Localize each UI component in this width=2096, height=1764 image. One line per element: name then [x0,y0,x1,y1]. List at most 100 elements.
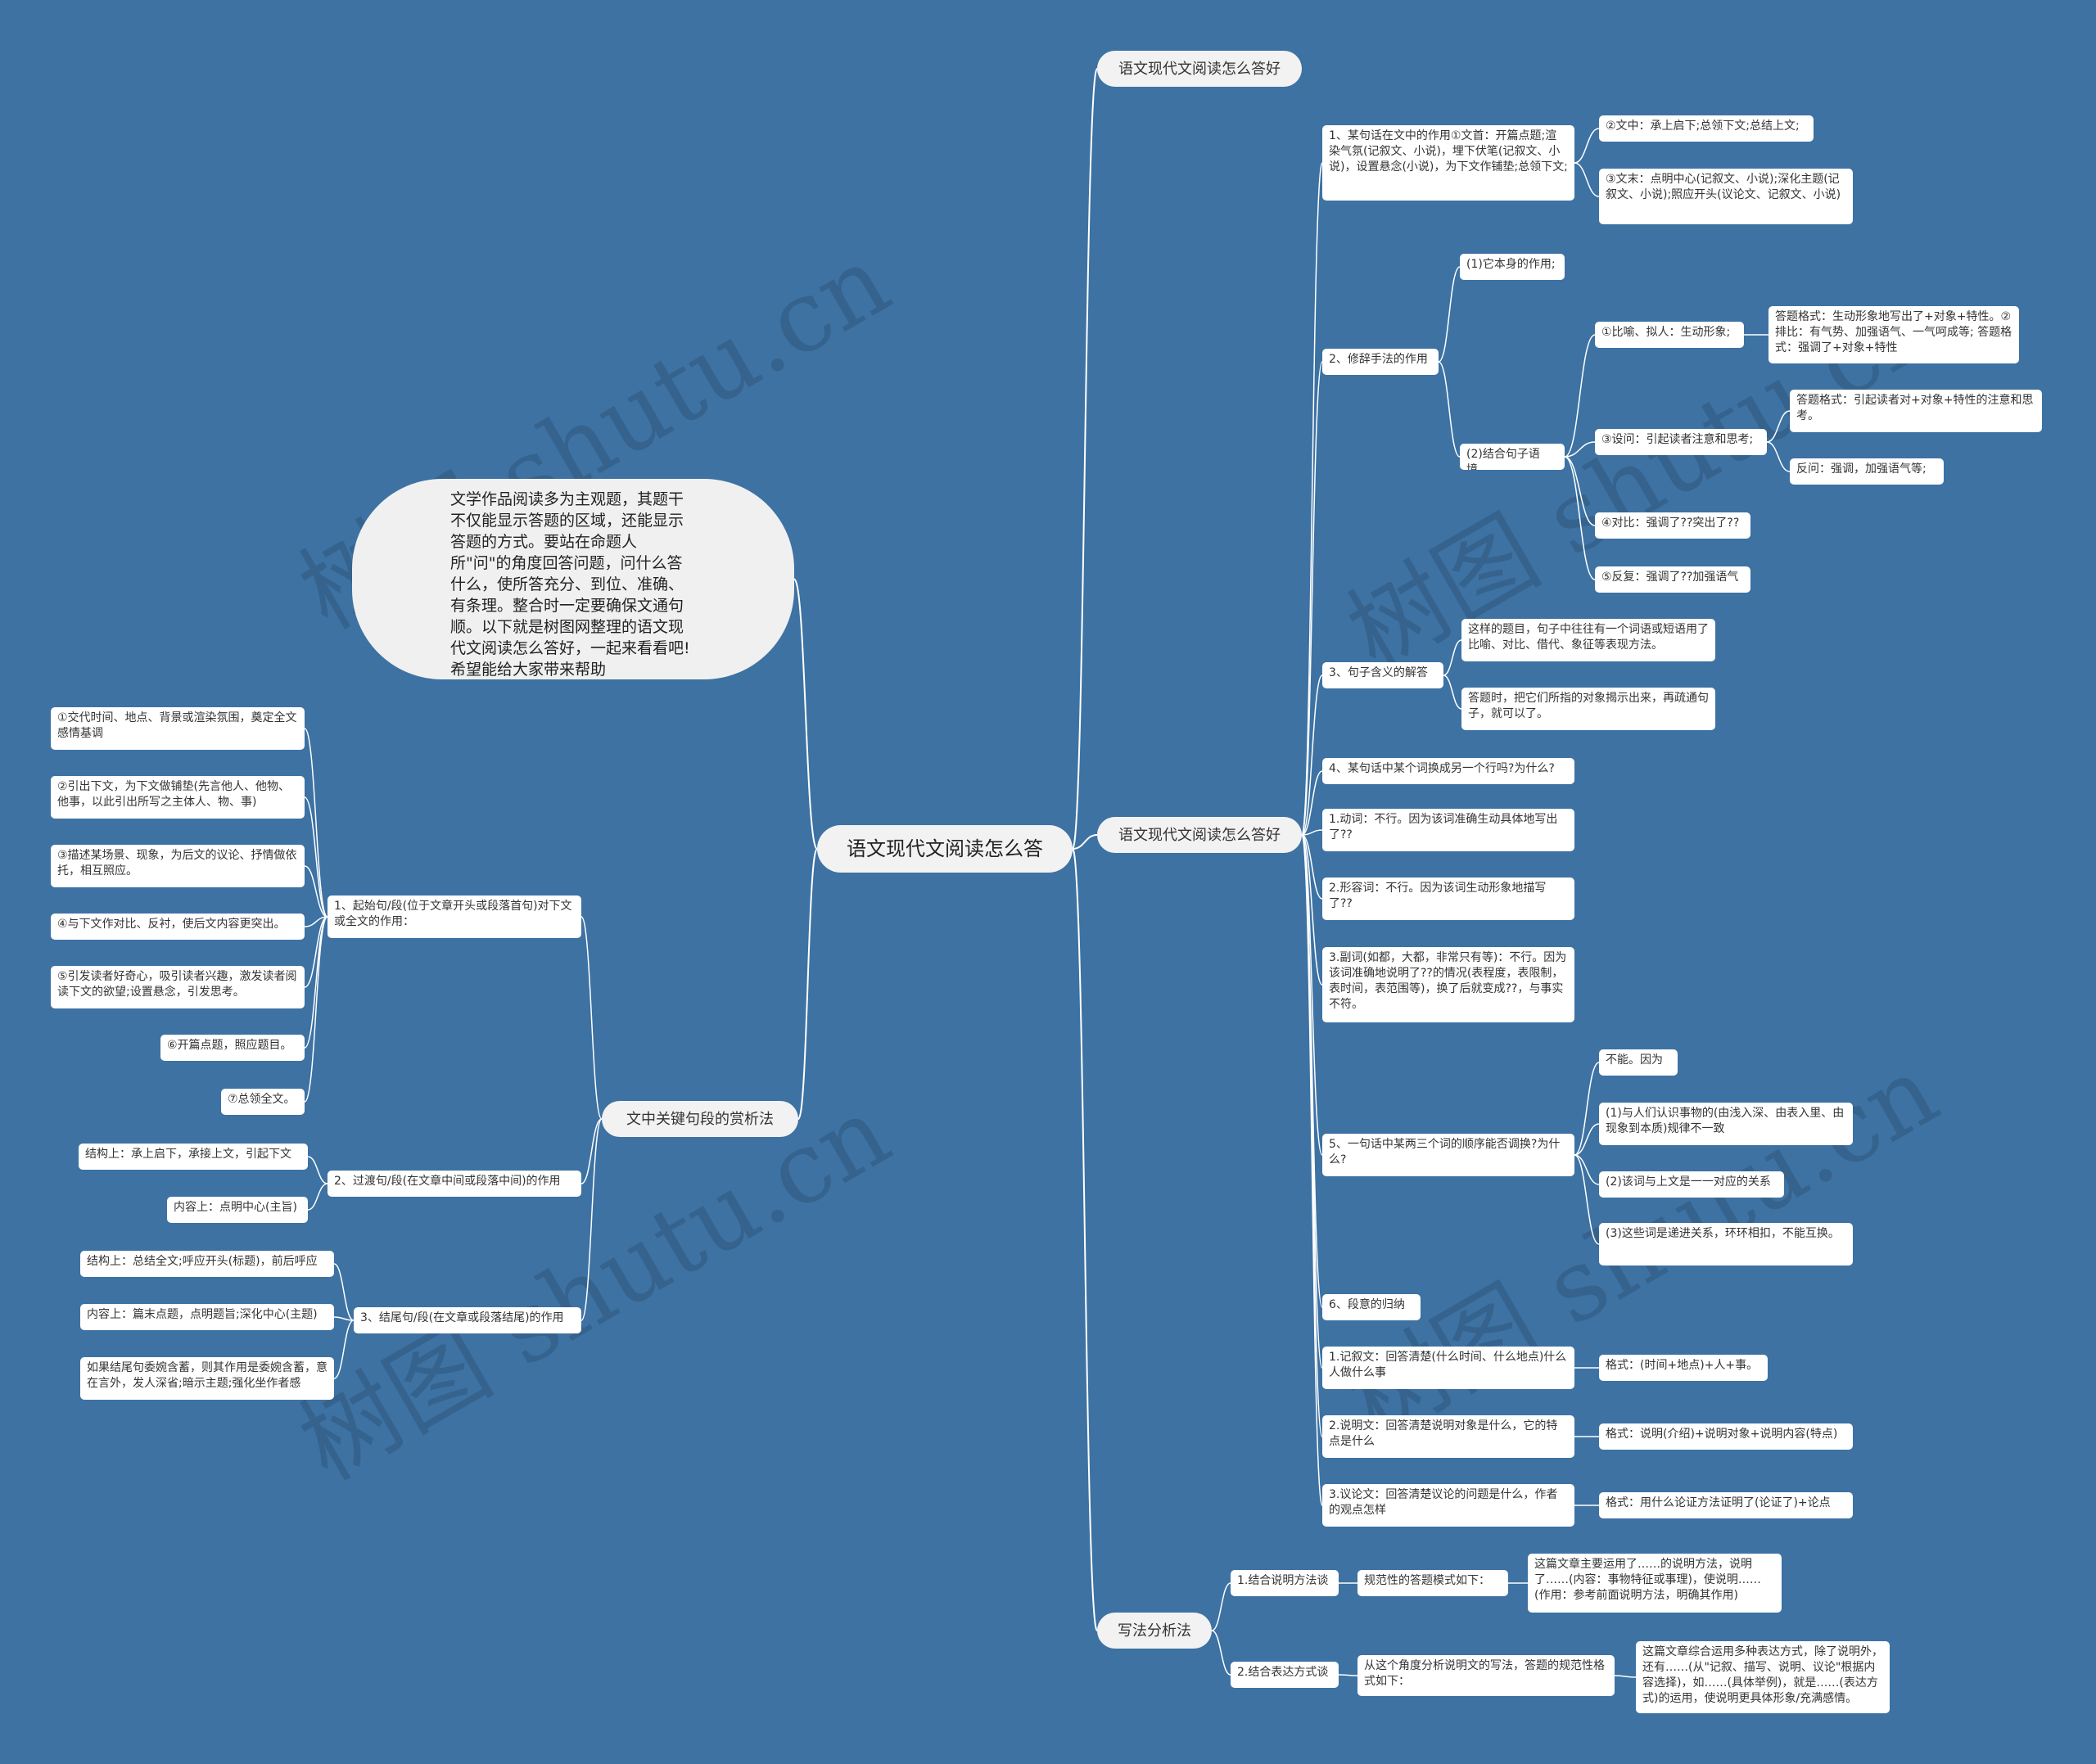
connector-key-opening-node-key-opening-item-5 [304,916,328,988]
q2-answer-b[interactable]: (2)结合句子语境。 [1460,444,1565,470]
key-opening-item-4[interactable]: ④与下文作对比、反衬，使后文内容更突出。 [51,914,305,940]
connector-key-opening-node-key-opening-item-2 [304,796,328,918]
q6-argumentative-format[interactable]: 格式：用什么论证方法证明了(论证了)+论点 [1599,1492,1853,1518]
connector-q1-node-q1-answer-a [1574,128,1600,164]
connector-branch-main-q2-node [1301,361,1323,836]
connector-q3-node-q3-answer-a [1443,639,1462,676]
connector-branch-main-q5-node [1301,834,1323,1156]
connector-key-ending-node-key-ending-content [333,1316,355,1321]
connector-writing-method-2-lead-writing-method-2-template [1614,1675,1637,1678]
connector-branch-key-sentences-key-transition-node [580,1118,603,1184]
key-ending-node[interactable]: 3、结尾句/段(在文章或段落结尾)的作用 [354,1307,581,1333]
q5-answer-d[interactable]: (3)这些词是递进关系，环环相扣，不能互换。 [1599,1223,1853,1265]
connector-branch-main-q4-node [1301,770,1323,836]
q1-answer-b[interactable]: ③文末：点明中心(记叙文、小说);深化主题(记叙文、小说);照应开头(议论文、记… [1599,169,1853,224]
q6-expository[interactable]: 2.说明文：回答清楚说明对象是什么，它的特点是什么 [1322,1415,1574,1458]
key-opening-item-7[interactable]: ⑦总领全文。 [221,1089,305,1115]
key-ending-implicit[interactable]: 如果结尾句委婉含蓄，则其作用是委婉含蓄，意在言外，发人深省;暗示主题;强化坐作者… [80,1357,334,1400]
connector-q2-answer-b-q2-b1 [1564,334,1596,458]
q2-b3-answer-1[interactable]: 答题格式：引起读者对+对象+特性的注意和思考。 [1790,390,2042,432]
intro-bubble: 文学作品阅读多为主观题，其题干不仅能显示答题的区域，还能显示答题的方式。要站在命… [352,479,794,679]
key-opening-item-1[interactable]: ①交代时间、地点、背景或渲染氛围，奠定全文感情基调 [51,707,305,750]
connector-q3-node-q3-answer-b [1443,674,1462,710]
key-transition-node[interactable]: 2、过渡句/段(在文章中间或段落中间)的作用 [328,1171,581,1197]
connector-root-topic-branch-key-sentences [797,848,818,1120]
q6-expository-format[interactable]: 格式：说明(介绍)+说明对象+说明内容(特点) [1599,1423,1853,1450]
q6-argumentative[interactable]: 3.议论文：回答清楚议论的问题是什么，作者的观点怎样 [1322,1484,1574,1527]
q6-narrative-format[interactable]: 格式：(时间+地点)+人+事。 [1599,1355,1768,1381]
key-opening-item-2[interactable]: ②引出下文，为下文做铺垫(先言他人、他物、他事，以此引出所写之主体人、物、事) [51,776,305,819]
branch-writing-analysis[interactable]: 写法分析法 [1097,1613,1212,1649]
connector-root-topic-branch-writing-analysis [1072,848,1098,1631]
writing-method-2-template[interactable]: 这篇文章综合运用多种表达方式，除了说明外，还有……(从"记叙、描写、说明、议论"… [1636,1641,1890,1713]
connector-key-opening-node-key-opening-item-3 [304,865,328,918]
q1-answer-a[interactable]: ②文中：承上启下;总领下文;总结上文; [1599,115,1814,142]
connector-key-opening-node-key-opening-item-7 [304,916,328,1103]
q2-b4[interactable]: ④对比：强调了??突出了?? [1595,512,1750,539]
connector-key-transition-node-key-transition-structure [307,1156,328,1184]
q6-node[interactable]: 6、段意的归纳 [1322,1294,1421,1320]
connector-key-transition-node-key-transition-content [307,1183,328,1211]
writing-method-1[interactable]: 1.结合说明方法谈 [1231,1570,1339,1596]
writing-method-1-lead[interactable]: 规范性的答题模式如下： [1357,1570,1508,1596]
connector-branch-main-q4-verb [1301,829,1323,836]
q2-b3[interactable]: ③设问：引起读者注意和思考; [1595,429,1767,455]
key-opening-node[interactable]: 1、起始句/段(位于文章开头或段落首句)对下文或全文的作用： [328,896,581,938]
branch-main[interactable]: 语文现代文阅读怎么答好 [1097,817,1302,853]
q2-b1-answer[interactable]: 答题格式：生动形象地写出了+对象+特性。②排比：有气势、加强语气、一气呵成等; … [1768,306,2019,363]
connector-q2-answer-b-q2-b3 [1564,441,1596,458]
branch-key-sentences[interactable]: 文中关键句段的赏析法 [602,1101,798,1137]
connector-q2-b3-q2-b3-answer-1 [1766,410,1791,443]
q3-answer-a[interactable]: 这样的题目，句子中往往有一个词语或短语用了比喻、对比、借代、象征等表现方法。 [1461,619,1715,661]
key-ending-content[interactable]: 内容上：篇末点题，点明题旨;深化中心(主题) [80,1304,334,1330]
connector-root-topic-branch-main [1072,834,1098,850]
q1-node[interactable]: 1、某句话在文中的作用①文首：开篇点题;渲染气氛(记叙文、小说)，埋下伏笔(记叙… [1322,125,1574,201]
key-ending-structure[interactable]: 结构上：总结全文;呼应开头(标题)，前后呼应 [80,1251,334,1277]
connector-key-ending-node-key-ending-structure [333,1263,355,1321]
q4-node[interactable]: 4、某句话中某个词换成另一个行吗?为什么? [1322,758,1574,784]
q5-answer-a[interactable]: 不能。因为 [1599,1049,1678,1076]
writing-method-2-lead[interactable]: 从这个角度分析说明文的写法，答题的规范性格式如下： [1357,1655,1615,1696]
connector-key-opening-node-key-opening-item-4 [304,916,328,927]
connector-branch-main-q4-adverb [1301,834,1323,986]
connector-branch-main-q3-node [1301,674,1323,836]
q5-answer-b[interactable]: (1)与人们认识事物的(由浅入深、由表入里、由现象到本质)规律不一致 [1599,1103,1853,1145]
key-opening-item-5[interactable]: ⑤引发读者好奇心，吸引读者兴趣，激发读者阅读下文的欲望;设置悬念，引发思考。 [51,966,305,1008]
connector-q2-answer-b-q2-b4 [1564,456,1596,526]
key-opening-item-6[interactable]: ⑥开篇点题，照应题目。 [160,1035,305,1061]
connector-branch-writing-analysis-writing-method-2 [1211,1630,1231,1676]
key-transition-structure[interactable]: 结构上：承上启下，承接上文，引起下文 [79,1144,308,1170]
branch-top[interactable]: 语文现代文阅读怎么答好 [1097,51,1302,87]
connector-root-topic-intro-bubble [793,578,818,850]
q4-verb[interactable]: 1.动词：不行。因为该词准确生动具体地写出了?? [1322,809,1574,851]
q2-answer-a[interactable]: (1)它本身的作用; [1460,254,1565,280]
key-opening-item-3[interactable]: ③描述某场景、现象，为后文的议论、抒情做依托，相互照应。 [51,845,305,887]
key-transition-content[interactable]: 内容上：点明中心(主旨) [167,1197,308,1223]
q3-answer-b[interactable]: 答题时，把它们所指的对象揭示出来，再疏通句子，就可以了。 [1461,688,1715,730]
q6-narrative[interactable]: 1.记叙文：回答清楚(什么时间、什么地点)什么人做什么事 [1322,1347,1574,1389]
connector-q2-answer-b-q2-b5 [1564,456,1596,580]
q2-b3-answer-2[interactable]: 反问：强调，加强语气等; [1790,458,1944,485]
connector-branch-main-q6-argumentative [1301,834,1323,1506]
connector-branch-main-q1-node [1301,162,1323,836]
q4-adjective[interactable]: 2.形容词：不行。因为该词生动形象地描写了?? [1322,877,1574,920]
connector-branch-main-q4-adjective [1301,834,1323,900]
connector-branch-writing-analysis-writing-method-1 [1211,1582,1231,1631]
q2-b5[interactable]: ⑤反复：强调了??加强语气 [1595,566,1750,593]
q2-b1[interactable]: ①比喻、拟人：生动形象; [1595,322,1744,348]
q5-answer-c[interactable]: (2)该词与上文是一一对应的关系 [1599,1171,1784,1198]
writing-method-2[interactable]: 2.结合表达方式谈 [1231,1662,1339,1688]
connector-q5-node-q5-answer-d [1574,1154,1600,1245]
connector-q5-node-q5-answer-c [1574,1154,1600,1185]
writing-method-1-template[interactable]: 这篇文章主要运用了……的说明方法，说明了……(内容：事物特征或事理)，使说明……… [1528,1554,1782,1613]
connector-q5-node-q5-answer-a [1574,1062,1600,1156]
connector-root-topic-branch-top [1072,68,1098,850]
connector-q2-node-q2-answer-a [1438,266,1461,363]
root-topic[interactable]: 语文现代文阅读怎么答 [817,825,1073,873]
q4-adverb[interactable]: 3.副词(如都，大都，非常只有等)：不行。因为该词准确地说明了??的情况(表程度… [1322,947,1574,1022]
q3-node[interactable]: 3、句子含义的解答 [1322,662,1443,688]
q2-node[interactable]: 2、修辞手法的作用 [1322,349,1439,375]
connector-q2-node-q2-answer-b [1438,361,1461,458]
q5-node[interactable]: 5、一句话中某两三个词的顺序能否调换?为什么? [1322,1134,1574,1176]
